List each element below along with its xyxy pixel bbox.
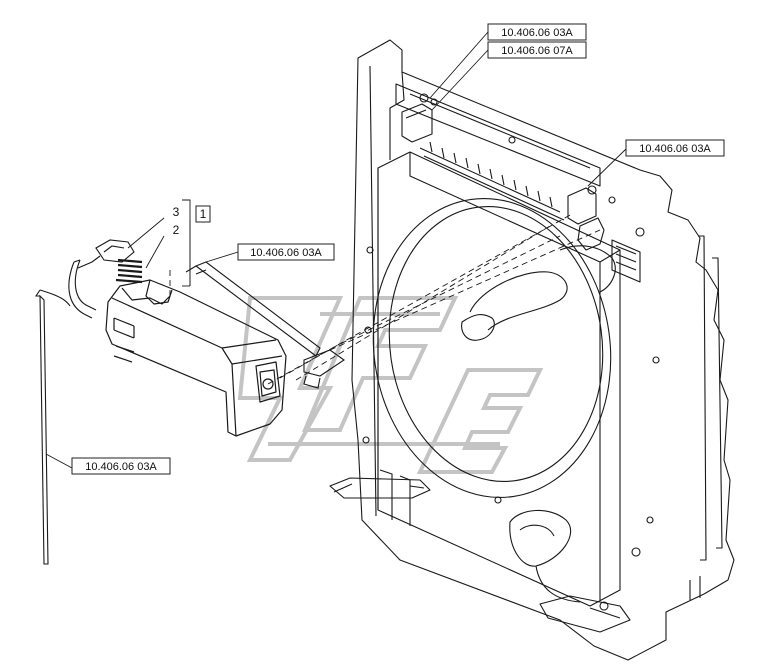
callout-ref-middle[interactable]: 10.406.06 03A: [237, 243, 335, 261]
long-hose: [34, 259, 97, 565]
item-group-bracket: [182, 199, 191, 286]
callout-ref-right[interactable]: 10.406.06 03A: [625, 139, 725, 157]
assembly-guide-lines: [169, 213, 601, 385]
watermark-logo: [237, 296, 544, 474]
item-number-2[interactable]: 2: [173, 223, 180, 237]
callout-ref-left[interactable]: 10.406.06 03A: [71, 457, 171, 475]
expansion-tank: [105, 279, 287, 437]
overflow-hose: [185, 261, 345, 389]
item-number-1[interactable]: 1: [195, 205, 211, 223]
tank-level-marks: [115, 258, 143, 284]
callout-ref-left-label: 10.406.06 03A: [85, 461, 157, 473]
callout-ref-top-1[interactable]: 10.406.06 03A: [487, 23, 587, 41]
item-number-2-label: 2: [173, 223, 180, 237]
item-number-3-label: 3: [173, 205, 180, 219]
cap-assembly: [77, 239, 135, 269]
item-number-1-label: 1: [200, 207, 207, 221]
item-number-3[interactable]: 3: [173, 205, 180, 219]
callout-ref-top-2[interactable]: 10.406.06 07A: [487, 41, 587, 59]
callout-ref-top-1-label: 10.406.06 03A: [501, 27, 573, 39]
callout-ref-right-label: 10.406.06 03A: [639, 143, 711, 155]
callout-ref-top-2-label: 10.406.06 07A: [501, 45, 573, 57]
radiator-frame: [329, 39, 735, 661]
callout-ref-middle-label: 10.406.06 03A: [250, 247, 322, 259]
